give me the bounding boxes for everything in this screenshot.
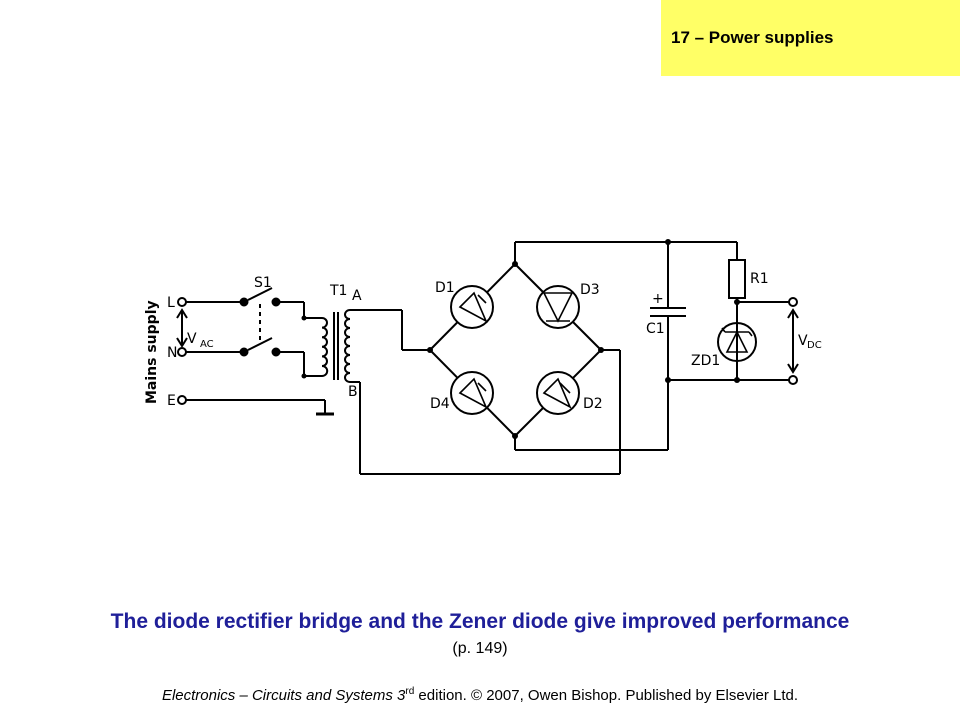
label-zd1: ZD1 <box>691 353 720 369</box>
slide-caption: The diode rectifier bridge and the Zener… <box>110 610 850 633</box>
chapter-header: 17 – Power supplies <box>661 0 960 76</box>
page-reference: (p. 149) <box>452 640 508 657</box>
resistor-r1 <box>728 259 746 299</box>
transformer-secondary <box>344 309 351 383</box>
terminal-e <box>177 395 187 405</box>
terminal-l <box>177 297 187 307</box>
label-dc-sub: DC <box>807 340 822 351</box>
footer-edition-word: edition <box>414 687 463 704</box>
label-d2: D2 <box>583 396 603 412</box>
mains-supply-label: Mains supply <box>144 300 160 404</box>
terminal-n <box>177 347 187 357</box>
label-d3: D3 <box>580 282 600 298</box>
label-s1: S1 <box>254 275 272 291</box>
switch-contact <box>239 297 249 307</box>
switch-blade <box>247 287 273 301</box>
footer-book-title: Electronics – Circuits and Systems 3 <box>161 687 406 704</box>
label-d1: D1 <box>435 280 455 296</box>
label-b: B <box>348 384 358 400</box>
chapter-title: 17 – Power supplies <box>671 28 834 47</box>
label-ac-sub: AC <box>200 339 214 350</box>
transformer-primary <box>321 317 329 377</box>
label-r1: R1 <box>750 271 769 287</box>
label-v-dc: V <box>798 333 808 349</box>
footer-edition-sup: rd <box>405 686 415 697</box>
output-terminal-negative <box>788 375 798 385</box>
output-terminal-positive <box>788 297 798 307</box>
label-a: A <box>352 288 362 304</box>
diode-d3 <box>536 285 580 329</box>
label-l: L <box>167 295 175 311</box>
footer-citation: Electronics – Circuits and Systems 3rd e… <box>0 686 960 704</box>
footer-publisher: . © 2007, Owen Bishop. Published by Else… <box>462 687 799 704</box>
diode-d1 <box>450 285 494 329</box>
label-n: N <box>167 345 177 361</box>
label-v-ac: V <box>187 331 197 347</box>
label-t1: T1 <box>329 283 347 299</box>
diode-d4 <box>450 371 494 415</box>
label-c1: C1 <box>646 321 665 337</box>
label-plus: + <box>652 291 664 307</box>
label-d4: D4 <box>430 396 450 412</box>
label-e: E <box>167 393 176 409</box>
